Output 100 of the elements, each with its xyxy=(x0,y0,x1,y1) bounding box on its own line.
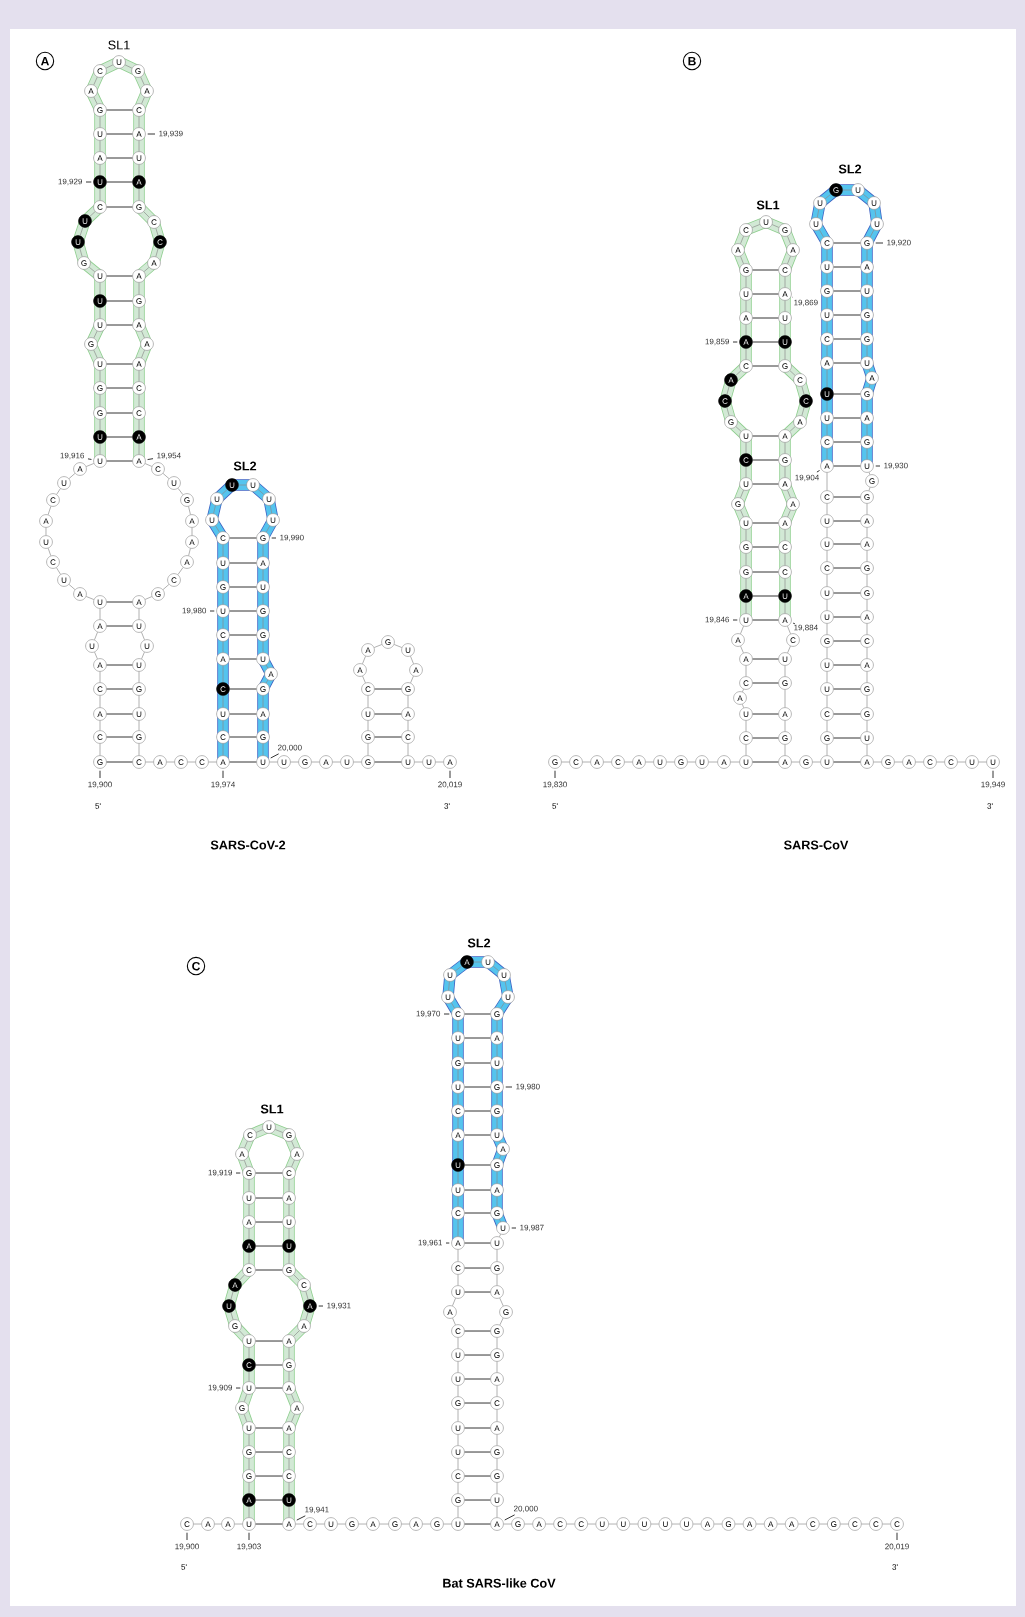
backbone-line xyxy=(745,276,747,288)
stem-loop-label: SL2 xyxy=(233,461,257,471)
backbone-line xyxy=(457,1141,459,1159)
backbone-line xyxy=(455,965,462,972)
backbone-line xyxy=(740,509,744,518)
backbone-line xyxy=(141,631,145,641)
backbone-line xyxy=(93,330,98,339)
backbone-line xyxy=(457,1434,459,1446)
backbone-line xyxy=(68,584,76,590)
backbone-line xyxy=(99,307,101,319)
base-pair-line xyxy=(106,324,133,326)
backbone-line xyxy=(826,249,828,261)
backbone-line xyxy=(866,448,868,460)
base-pair-line xyxy=(752,435,779,437)
backbone-line xyxy=(957,761,966,763)
position-number: 20,000 xyxy=(514,1505,538,1513)
base-pair-line xyxy=(752,737,779,739)
base-pair-line xyxy=(752,546,779,548)
backbone-line xyxy=(230,1312,234,1320)
base-pair-line xyxy=(464,1499,491,1501)
backbone-line xyxy=(826,599,828,611)
base-pair-line xyxy=(752,483,779,485)
backbone-line xyxy=(603,761,612,763)
backbone-line xyxy=(650,1523,660,1525)
backbone-line xyxy=(288,1252,290,1264)
backbone-line xyxy=(457,1117,459,1129)
base-pair-line xyxy=(833,688,861,690)
backbone-line xyxy=(457,1249,459,1262)
backbone-line xyxy=(745,744,747,756)
leader-line xyxy=(85,181,92,183)
backbone-line xyxy=(68,473,76,479)
backbone-line xyxy=(740,645,744,654)
backbone-line xyxy=(155,248,159,257)
backbone-line xyxy=(457,1409,459,1422)
backbone-line xyxy=(496,1117,498,1129)
base-pair-line xyxy=(464,1062,491,1064)
backbone-line xyxy=(787,645,791,654)
backbone-line xyxy=(730,761,740,763)
backbone-line xyxy=(265,679,269,684)
base-pair-line xyxy=(106,363,133,365)
backbone-line xyxy=(784,300,786,312)
backbone-line xyxy=(257,489,265,495)
backbone-line xyxy=(503,1523,512,1525)
base-pair-line xyxy=(833,362,861,364)
base-pair-line xyxy=(833,290,861,292)
base-pair-line xyxy=(752,595,779,597)
backbone-line xyxy=(138,608,140,620)
backbone-line xyxy=(499,1154,501,1160)
backbone-line xyxy=(99,695,101,708)
leader-line xyxy=(147,458,154,460)
backbone-line xyxy=(214,1523,222,1525)
backbone-line xyxy=(45,527,47,536)
backbone-line xyxy=(866,623,868,635)
backbone-line xyxy=(826,671,828,683)
base-pair-line xyxy=(833,640,861,642)
backbone-line xyxy=(393,644,403,648)
backbone-line xyxy=(305,1312,309,1320)
leader-line xyxy=(896,1532,898,1541)
base-pair-line xyxy=(229,658,257,660)
backbone-line xyxy=(819,1523,828,1525)
backbone-line xyxy=(143,211,150,218)
backbone-line xyxy=(288,1506,290,1518)
stem-loop-label: SL2 xyxy=(467,938,491,948)
backbone-line xyxy=(745,348,747,360)
backbone-line xyxy=(826,503,828,515)
backbone-line xyxy=(784,442,786,454)
base-pair-line xyxy=(464,1523,491,1525)
backbone-line xyxy=(504,981,508,991)
backbone-line xyxy=(801,407,805,416)
base-pair-line xyxy=(106,664,133,666)
base-pair-line xyxy=(106,460,133,462)
position-number: 19,920 xyxy=(887,239,911,247)
backbone-line xyxy=(496,1093,498,1105)
backbone-line xyxy=(826,345,828,357)
backbone-line xyxy=(496,1434,498,1446)
backbone-line xyxy=(244,1140,248,1149)
backbone-line xyxy=(496,1361,498,1373)
leader-line xyxy=(443,1013,450,1015)
base-pair-line xyxy=(255,1197,283,1199)
backbone-line xyxy=(262,544,264,557)
backbone-line xyxy=(735,426,742,432)
backbone-line xyxy=(47,548,52,557)
backbone-line xyxy=(457,1482,459,1494)
backbone-line xyxy=(787,489,791,499)
position-number: 19,859 xyxy=(705,338,730,346)
position-number: 19,974 xyxy=(211,781,235,789)
backbone-line xyxy=(177,488,184,496)
backbone-line xyxy=(290,761,299,763)
backbone-line xyxy=(866,744,868,756)
base-pair-line xyxy=(752,658,779,660)
backbone-line xyxy=(79,227,84,236)
backbone-line xyxy=(608,1523,617,1525)
leader-line xyxy=(147,133,156,135)
backbone-line xyxy=(496,1196,498,1207)
leader-line xyxy=(875,242,884,244)
leader-line xyxy=(449,770,451,779)
backbone-line xyxy=(99,443,101,455)
backbone-line xyxy=(866,527,868,538)
base-pair-line xyxy=(833,567,861,569)
backbone-line xyxy=(414,761,423,763)
